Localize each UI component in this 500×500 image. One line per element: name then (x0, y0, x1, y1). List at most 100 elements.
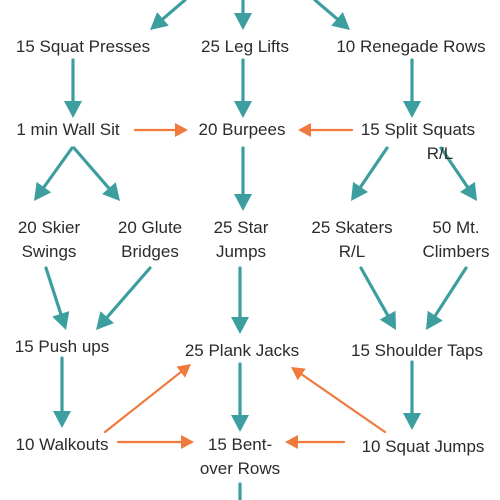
node-label-line-1: 50 Mt. (432, 218, 480, 237)
arrow-wall-sit-to-skier-swings (34, 146, 74, 201)
arrow-mt-climbers-to-shoulder-taps (426, 266, 468, 330)
node-glute-bridges: 20 Glute Bridges (104, 216, 196, 264)
node-label-line-1: 20 Skier (17, 218, 81, 237)
node-leg-lifts: 25 Leg Lifts (180, 35, 310, 59)
arrow-head (298, 123, 311, 137)
arrow-leg-lifts-to-burpees (234, 58, 252, 118)
arrow-head (34, 181, 52, 201)
arrow-head (351, 181, 368, 201)
node-shoulder-taps: 15 Shoulder Taps (334, 339, 500, 363)
arrow-shaft (41, 146, 74, 190)
arrow-head (291, 367, 306, 381)
node-label-line-2: over Rows (199, 459, 281, 478)
arrow-head (175, 123, 188, 137)
arrow-skaters-to-shoulder-taps (359, 266, 396, 330)
node-burpees: 20 Burpees (182, 118, 302, 142)
arrow-top-to-renegade-rows (313, 0, 350, 30)
arrow-head (52, 311, 70, 330)
arrow-shoulder-taps-to-squat-jumps (403, 360, 421, 430)
node-label-line-1: 25 Skaters (311, 218, 393, 237)
node-label-line-1: 15 Bent- (207, 435, 273, 454)
node-label-line-2: Jumps (215, 242, 267, 261)
arrow-head (460, 181, 477, 201)
node-label-line-2: Climbers (422, 242, 490, 261)
arrow-head (234, 13, 252, 30)
arrow-plank-jacks-to-bent-over-rows (231, 362, 249, 432)
arrow-shaft (44, 266, 63, 317)
arrow-head (181, 435, 194, 449)
arrow-top-to-squat-presses (150, 0, 187, 30)
arrow-renegade-rows-to-split-squats (403, 58, 421, 118)
arrow-shaft (358, 146, 389, 190)
arrow-star-jumps-to-plank-jacks (231, 266, 249, 334)
arrow-head (426, 310, 443, 330)
arrow-head (234, 194, 252, 211)
arrow-head (285, 435, 298, 449)
node-renegade-rows: 10 Renegade Rows (322, 35, 500, 59)
arrow-head (231, 415, 249, 432)
node-mt-climbers: 50 Mt. Climbers (412, 216, 500, 264)
node-label: 25 Leg Lifts (201, 37, 289, 56)
arrow-shaft (433, 266, 468, 319)
node-label: 20 Burpees (198, 120, 286, 139)
arrow-burpees-to-star-jumps (234, 146, 252, 211)
arrow-shaft (313, 0, 340, 22)
node-skier-swings: 20 Skier Swings (4, 216, 94, 264)
arrow-head (403, 101, 421, 118)
arrow-head (53, 411, 71, 428)
arrow-shaft (299, 372, 387, 434)
node-label-line-2: R/L (338, 242, 366, 261)
arrow-split-squats-to-burpees (298, 123, 354, 137)
arrow-head (102, 182, 120, 201)
arrow-head (231, 317, 249, 334)
node-walkouts: 10 Walkouts (0, 433, 124, 457)
arrow-squat-jumps-to-plank-jacks (291, 367, 387, 434)
node-squat-jumps: 10 Squat Jumps (348, 435, 498, 459)
arrow-head (64, 101, 82, 118)
node-label-line-2: Swings (21, 242, 77, 261)
arrow-squat-jumps-to-bent-over-rows (285, 435, 346, 449)
arrow-shaft (359, 266, 390, 318)
node-label: 25 Plank Jacks (184, 341, 300, 360)
arrow-skier-swings-to-push-ups (44, 266, 70, 330)
node-plank-jacks: 25 Plank Jacks (172, 339, 312, 363)
node-star-jumps: 25 Star Jumps (196, 216, 286, 264)
node-label: 10 Renegade Rows (336, 37, 486, 56)
node-label: 15 Push ups (14, 337, 110, 356)
node-label-line-2: Bridges (121, 242, 179, 261)
node-push-ups: 15 Push ups (0, 335, 124, 359)
arrow-wall-sit-to-glute-bridges (72, 146, 120, 201)
arrow-shaft (160, 0, 187, 22)
arrow-wall-sit-to-burpees (133, 123, 188, 137)
arrow-walkouts-to-bent-over-rows (116, 435, 194, 449)
arrow-head (331, 12, 350, 30)
node-label: 15 Squat Presses (15, 37, 151, 56)
node-label-line-2: R/L (426, 144, 454, 163)
arrow-push-ups-to-walkouts (53, 356, 71, 428)
arrow-shaft (103, 370, 183, 434)
arrow-shaft (72, 146, 112, 191)
node-wall-sit: 1 min Wall Sit (0, 118, 136, 142)
node-label: 1 min Wall Sit (16, 120, 120, 139)
node-label: 10 Squat Jumps (361, 437, 485, 456)
node-label-line-1: 15 Split Squats (360, 120, 476, 139)
arrow-glute-bridges-to-push-ups (96, 266, 152, 330)
arrow-head (403, 413, 421, 430)
node-label-line-1: 25 Star (213, 218, 269, 237)
node-skaters: 25 Skaters R/L (296, 216, 408, 264)
arrow-split-squats-to-skaters (351, 146, 389, 201)
node-bent-over-rows: 15 Bent- over Rows (188, 433, 292, 481)
arrow-top-to-leg-lifts (234, 0, 252, 30)
arrow-head (379, 310, 396, 330)
node-squat-presses: 15 Squat Presses (2, 35, 164, 59)
arrow-head (96, 311, 114, 330)
node-label-line-1: 20 Glute (117, 218, 183, 237)
arrow-head (150, 12, 169, 30)
arrow-shaft (104, 266, 152, 320)
arrow-squat-presses-to-wall-sit (64, 58, 82, 118)
node-label: 10 Walkouts (15, 435, 109, 454)
arrow-head (234, 101, 252, 118)
arrow-head (176, 364, 191, 378)
